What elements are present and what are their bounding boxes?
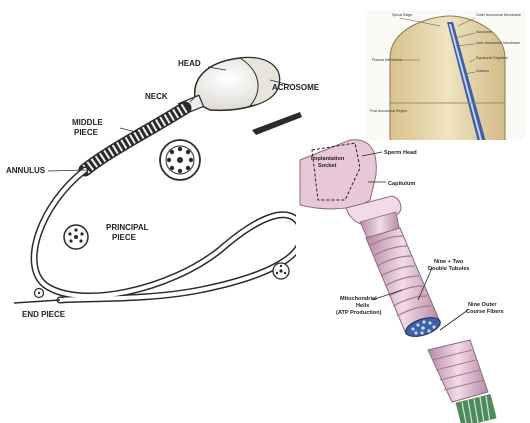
label-piece-middle: PIECE (74, 128, 99, 137)
label-annulus: ANNULUS (6, 166, 46, 175)
bottom-right-tail-diagram: Implantation Socket Sperm Head Capitulum… (296, 140, 530, 423)
end-piece-cross-section (35, 289, 44, 298)
end-piece-line (14, 300, 60, 303)
label-nine-two: Nine + Two (434, 259, 464, 265)
label-end-piece: END PIECE (22, 310, 66, 319)
middle-cross-section (160, 140, 200, 180)
head-longitudinal-section (390, 16, 505, 142)
label-capitulum: Capitulum (388, 181, 415, 187)
label-course-fibers: Course Fibers (466, 309, 504, 315)
label-spinal-ridge: Spinal Ridge (392, 13, 412, 17)
left-sperm-diagram: HEAD NECK ACROSOME MIDDLE PIECE ANNULUS … (6, 58, 320, 319)
acrosome-pointer-tool (252, 112, 302, 135)
label-middle: MIDDLE (72, 118, 103, 127)
label-outer-acrosomal: Outer Acrosomal Membrane (476, 13, 521, 17)
label-nine-outer: Nine Outer (468, 302, 497, 308)
label-mitochondrial: Mitochondrial (340, 296, 377, 302)
label-atp: (ATP Production) (336, 310, 382, 316)
label-inner-acrosomal: Inner Acrosomal Membrane (476, 41, 520, 45)
label-nucleus: Nucleus (476, 69, 489, 73)
label-implantation: Implantation (311, 156, 345, 162)
label-helix: Helix (356, 303, 370, 309)
label-socket: Socket (318, 163, 336, 169)
label-neck: NECK (145, 92, 168, 101)
label-post-acrosomal: Post Acrosomal Region (370, 109, 407, 113)
top-right-head-diagram: Spinal Ridge Outer Acrosomal Membrane Ac… (365, 10, 525, 142)
label-equatorial: Equatorial Segment (476, 56, 508, 60)
label-acrosome: ACROSOME (272, 83, 320, 92)
label-piece-principal: PIECE (112, 233, 137, 242)
label-principal: PRINCIPAL (106, 223, 149, 232)
label-plasma: Plasma Membrane (372, 58, 402, 62)
label-head: HEAD (178, 59, 201, 68)
label-sperm-head: Sperm Head (384, 150, 417, 156)
end-cross-section-small (273, 263, 289, 279)
principal-cross-section (64, 225, 88, 249)
label-tr-acrosome: Acrosome (476, 30, 492, 34)
label-double-tubules: Double Tubules (428, 266, 470, 272)
